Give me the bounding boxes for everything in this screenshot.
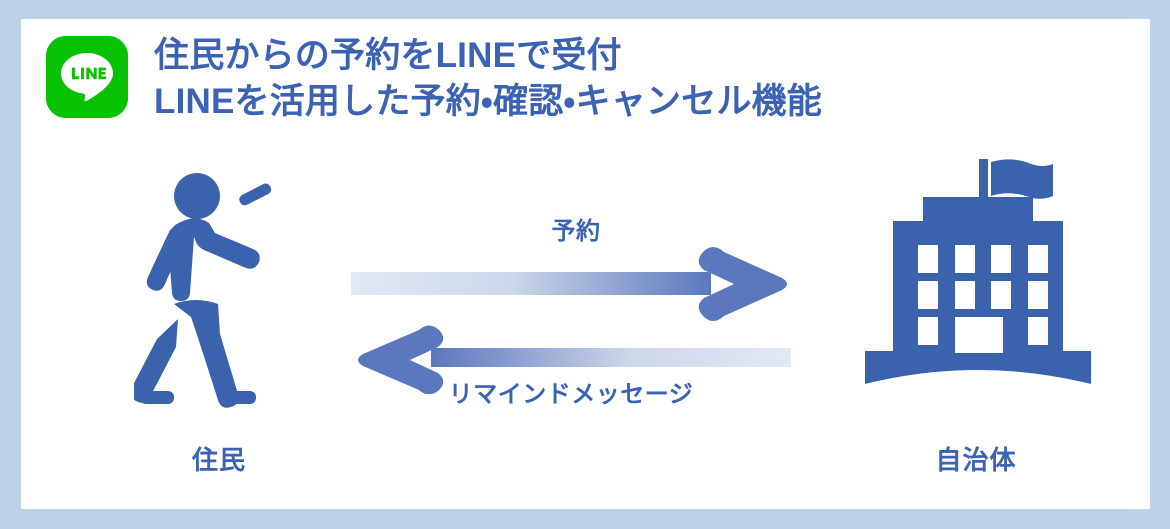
node-government: 自治体 <box>851 149 1101 477</box>
node-resident-label: 住民 <box>191 445 246 475</box>
page-title-line-1: 住民からの予約をLINEで受付 <box>154 36 622 75</box>
arrow-reminder <box>351 324 791 395</box>
person-with-smartphone-icon <box>130 173 272 408</box>
node-government-label: 自治体 <box>935 445 1017 475</box>
arrow-label-reservation: 予約 <box>551 218 601 245</box>
page-title: 住民からの予約をLINEで受付 LINEを活用した予約・確認・キャンセル機能 <box>154 33 822 125</box>
government-building-icon <box>865 159 1091 384</box>
arrow-label-reminder: リマインドメッセージ <box>448 381 694 408</box>
content-card: 住民からの予約をLINEで受付 LINEを活用した予約・確認・キャンセル機能 <box>21 19 1150 509</box>
flow-diagram: 住民 <box>21 19 1150 509</box>
arrow-reservation <box>351 244 791 324</box>
line-app-logo-icon <box>46 36 128 118</box>
page-title-line-2: LINEを活用した予約・確認・キャンセル機能 <box>154 82 822 122</box>
node-resident: 住民 <box>129 169 309 477</box>
header: 住民からの予約をLINEで受付 LINEを活用した予約・確認・キャンセル機能 <box>46 33 822 125</box>
